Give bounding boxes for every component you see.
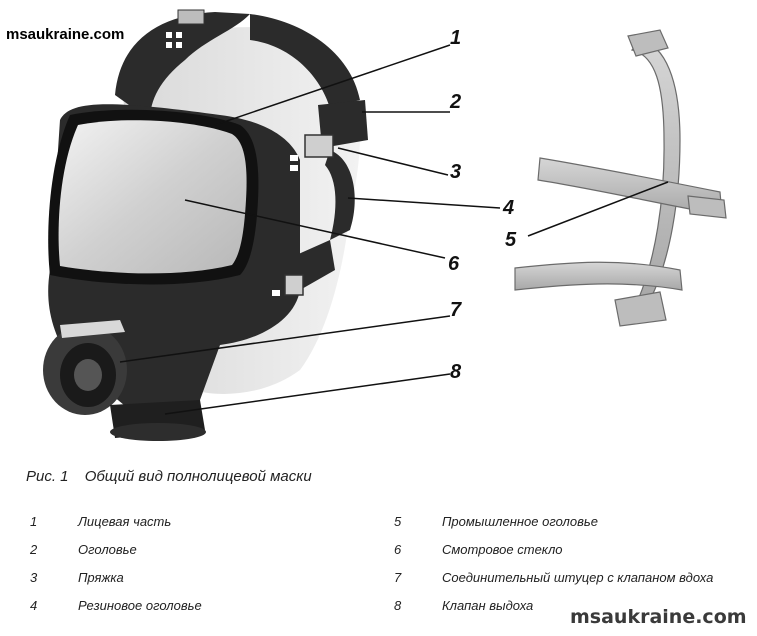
caption-number: Рис. 1	[26, 468, 69, 485]
leader-lines	[119, 44, 669, 415]
callout-1: 1	[450, 27, 461, 49]
watermark-bottom: msaukraine.com	[570, 606, 747, 628]
callout-7: 7	[450, 299, 462, 321]
legend-number: 8	[394, 598, 402, 613]
callout-6: 6	[448, 253, 460, 275]
callout-5: 5	[505, 229, 517, 251]
legend-text: Промышленное оголовье	[442, 514, 598, 529]
callout-2: 2	[449, 91, 461, 113]
legend-number: 3	[30, 570, 38, 585]
watermark-top: msaukraine.com	[6, 26, 125, 43]
legend-text: Соединительный штуцер с клапаном вдоха	[442, 570, 714, 585]
mask-diagram: 1 2 3 4 5 6 7 8	[43, 9, 727, 441]
face-piece	[43, 104, 334, 441]
legend-number: 4	[30, 598, 38, 613]
callout-8: 8	[450, 361, 462, 383]
legend-number: 7	[394, 570, 402, 585]
legend-number: 6	[394, 542, 402, 557]
legend-text: Резиновое оголовье	[78, 598, 202, 613]
legend-text: Оголовье	[78, 542, 137, 557]
industrial-harness	[514, 29, 727, 327]
legend-text: Лицевая часть	[78, 514, 172, 529]
legend-text: Пряжка	[78, 570, 124, 585]
caption-text: Общий вид полнолицевой маски	[84, 468, 312, 485]
legend-text: Смотровое стекло	[442, 542, 563, 557]
legend-number: 2	[30, 542, 38, 557]
callout-4: 4	[502, 197, 514, 219]
legend-number: 1	[30, 514, 38, 529]
callout-3: 3	[450, 161, 461, 183]
legend-number: 5	[394, 514, 402, 529]
legend-text: Клапан выдоха	[442, 598, 534, 613]
figure-caption: Рис. 1 Общий вид полнолицевой маски	[26, 468, 312, 485]
